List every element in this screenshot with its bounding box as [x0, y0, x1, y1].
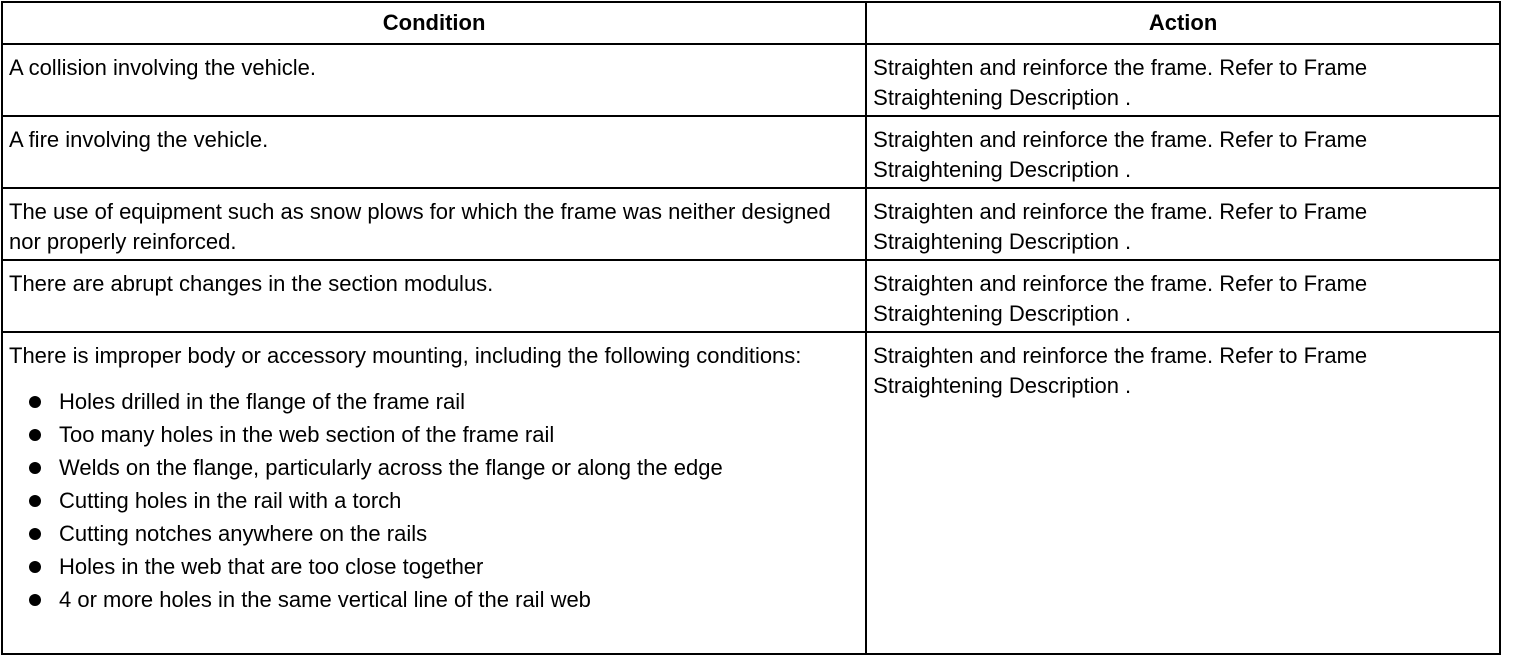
- bullet-icon: [29, 561, 41, 573]
- condition-cell: A collision involving the vehicle.: [0, 43, 868, 117]
- action-cell: Straighten and reinforce the frame. Refe…: [865, 331, 1501, 655]
- list-item: Holes in the web that are too close toge…: [9, 550, 859, 583]
- table-row: There is improper body or accessory moun…: [0, 331, 1501, 655]
- condition-text: A collision involving the vehicle.: [9, 55, 316, 80]
- list-item-text: Welds on the flange, particularly across…: [59, 455, 723, 480]
- list-item: 4 or more holes in the same vertical lin…: [9, 583, 859, 616]
- action-cell: Straighten and reinforce the frame. Refe…: [865, 259, 1501, 333]
- condition-bullet-list: Holes drilled in the flange of the frame…: [9, 385, 859, 616]
- list-item: Welds on the flange, particularly across…: [9, 451, 859, 484]
- action-text: Straighten and reinforce the frame. Refe…: [873, 199, 1368, 254]
- bullet-icon: [29, 594, 41, 606]
- condition-text: A fire involving the vehicle.: [9, 127, 269, 152]
- list-item: Holes drilled in the flange of the frame…: [9, 385, 859, 418]
- list-item-text: 4 or more holes in the same vertical lin…: [59, 587, 591, 612]
- table-row: There are abrupt changes in the section …: [0, 259, 1501, 333]
- column-header-action: Action: [865, 1, 1501, 45]
- condition-text: The use of equipment such as snow plows …: [9, 199, 831, 254]
- condition-text: There are abrupt changes in the section …: [9, 271, 494, 296]
- bullet-icon: [29, 528, 41, 540]
- action-cell: Straighten and reinforce the frame. Refe…: [865, 187, 1501, 261]
- action-text: Straighten and reinforce the frame. Refe…: [873, 271, 1368, 326]
- action-text: Straighten and reinforce the frame. Refe…: [873, 55, 1368, 110]
- bullet-icon: [29, 495, 41, 507]
- condition-action-table: Condition Action A collision involving t…: [0, 1, 1501, 655]
- list-item: Cutting holes in the rail with a torch: [9, 484, 859, 517]
- list-item: Cutting notches anywhere on the rails: [9, 517, 859, 550]
- list-item-text: Cutting notches anywhere on the rails: [59, 521, 428, 546]
- condition-text: There is improper body or accessory moun…: [9, 343, 802, 368]
- table-row: A collision involving the vehicle. Strai…: [0, 43, 1501, 117]
- list-item-text: Cutting holes in the rail with a torch: [59, 488, 402, 513]
- bullet-icon: [29, 462, 41, 474]
- action-cell: Straighten and reinforce the frame. Refe…: [865, 43, 1501, 117]
- action-text: Straighten and reinforce the frame. Refe…: [873, 127, 1368, 182]
- list-item-text: Holes drilled in the flange of the frame…: [59, 389, 465, 414]
- condition-cell: The use of equipment such as snow plows …: [0, 187, 868, 261]
- bullet-icon: [29, 396, 41, 408]
- action-text: Straighten and reinforce the frame. Refe…: [873, 343, 1368, 398]
- action-cell: Straighten and reinforce the frame. Refe…: [865, 115, 1501, 189]
- table-row: The use of equipment such as snow plows …: [0, 187, 1501, 261]
- condition-cell: There are abrupt changes in the section …: [0, 259, 868, 333]
- column-header-condition: Condition: [0, 1, 868, 45]
- condition-cell: A fire involving the vehicle.: [0, 115, 868, 189]
- list-item-text: Too many holes in the web section of the…: [59, 422, 555, 447]
- header-row: Condition Action: [0, 1, 1501, 45]
- condition-cell: There is improper body or accessory moun…: [0, 331, 868, 655]
- list-item-text: Holes in the web that are too close toge…: [59, 554, 484, 579]
- list-item: Too many holes in the web section of the…: [9, 418, 859, 451]
- condition-content: There is improper body or accessory moun…: [3, 333, 865, 616]
- bullet-icon: [29, 429, 41, 441]
- table-row: A fire involving the vehicle. Straighten…: [0, 115, 1501, 189]
